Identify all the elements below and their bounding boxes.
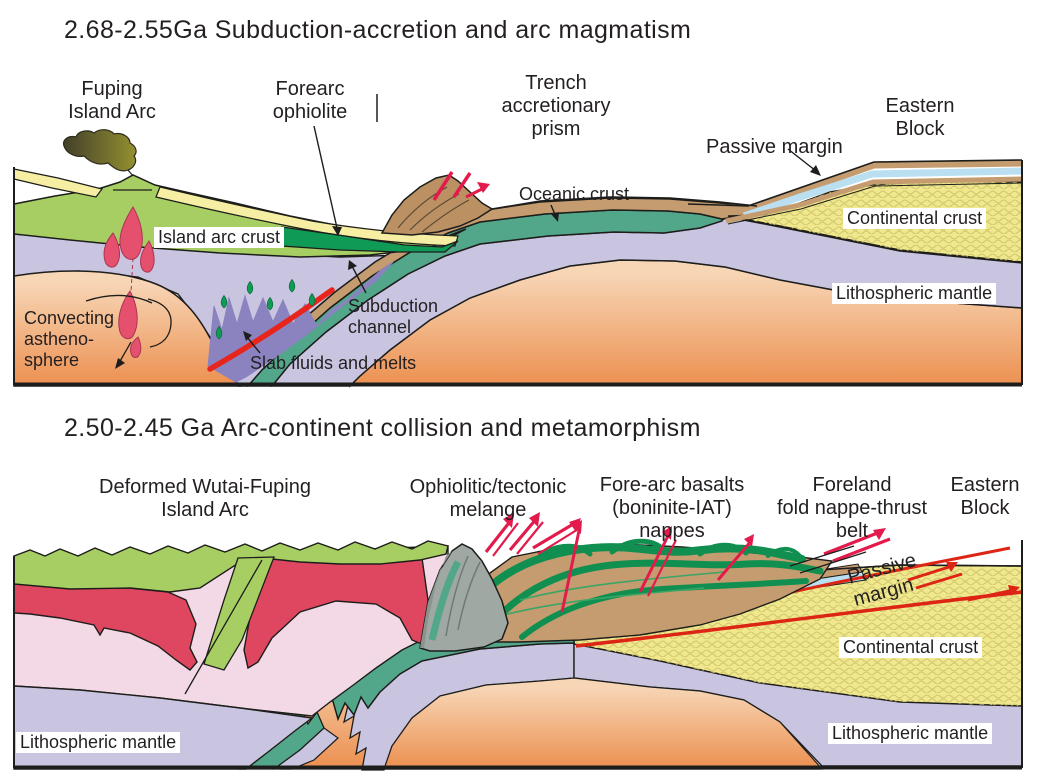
melange-teal-sliver — [428, 560, 462, 641]
ocean-surface-line — [491, 196, 758, 210]
convection-arrowhead — [115, 358, 125, 369]
label-forearc-ophiolite: Forearc ophiolite — [272, 78, 348, 124]
foreland-slip-arrowhead — [873, 528, 886, 540]
arc-fault-line — [184, 559, 263, 695]
label-eastern-block-1: Eastern Block — [885, 95, 955, 141]
slab-fluids-zone — [207, 261, 394, 383]
label-subduction-channel: Subduction channel — [348, 296, 439, 337]
label-trench-accretionary-prism: Trench accretionary prism — [501, 72, 611, 141]
label-lithospheric-mantle-1: Lithospheric mantle — [832, 283, 997, 304]
leader-lines — [246, 125, 817, 354]
nappe-thrust-faults — [560, 525, 754, 613]
label-ophiolitic-melange: Ophiolitic/tectonic melange — [409, 476, 567, 522]
label-forearc-basalts: Fore-arc basalts (boninite-IAT) nappes — [599, 474, 745, 543]
label-convecting-asthenosphere: Convecting astheno- sphere — [24, 308, 115, 370]
melange-dark-band — [420, 551, 452, 648]
panel1-border — [13, 160, 1023, 387]
deformed-arc-green-tongue — [203, 556, 275, 671]
label-eastern-block-2: Eastern Block — [950, 474, 1020, 520]
melange-slip-arrowheads — [503, 512, 581, 532]
thin-detachment-lines — [789, 545, 867, 574]
label-island-arc-crust: Island arc crust — [154, 227, 285, 248]
label-lithospheric-mantle-right: Lithospheric mantle — [828, 723, 993, 744]
asthenosphere-wedge-2 — [383, 677, 824, 770]
leader-arrowheads — [243, 165, 821, 341]
panel2-title: 2.50-2.45 Ga Arc-continent collision and… — [64, 414, 701, 442]
label-continental-crust-1: Continental crust — [843, 208, 987, 229]
convection-arrows — [85, 294, 172, 364]
label-slab-fluids-and-melts: Slab fluids and melts — [250, 353, 417, 373]
label-fuping-island-arc: Fuping Island Arc — [68, 78, 156, 124]
volcano-smoke — [63, 129, 137, 172]
earthquake-arrows — [432, 171, 490, 201]
magma-plume — [103, 206, 155, 358]
melange-wedge — [419, 543, 509, 652]
label-lithospheric-mantle-left: Lithospheric mantle — [16, 732, 181, 753]
foreland-slip-arrows — [823, 530, 891, 563]
label-foreland-belt: Foreland fold nappe-thrust belt — [776, 474, 928, 543]
surface-sediment-left — [13, 168, 104, 198]
forearc-ophiolite-region — [281, 226, 459, 253]
panel2-border — [13, 540, 1023, 770]
slab-melt-line — [207, 287, 335, 372]
label-deformed-arc: Deformed Wutai-Fuping Island Arc — [99, 476, 311, 522]
label-oceanic-crust: Oceanic crust — [519, 184, 630, 204]
melange-inner-lines — [445, 555, 481, 637]
melange-slip-arrows — [484, 516, 581, 557]
thrust-fault-arrowheads — [946, 562, 1020, 596]
nappe-thin-lines — [499, 571, 725, 617]
label-continental-crust-2: Continental crust — [839, 637, 983, 658]
passive-margin-layers — [687, 159, 1023, 225]
fluid-droplets — [215, 278, 316, 340]
label-passive-margin-1: Passive margin — [706, 136, 843, 158]
smoke-vent-line — [127, 169, 134, 177]
accretionary-prism — [380, 174, 494, 236]
panel1-title: 2.68-2.55Ga Subduction-accretion and arc… — [64, 16, 692, 44]
